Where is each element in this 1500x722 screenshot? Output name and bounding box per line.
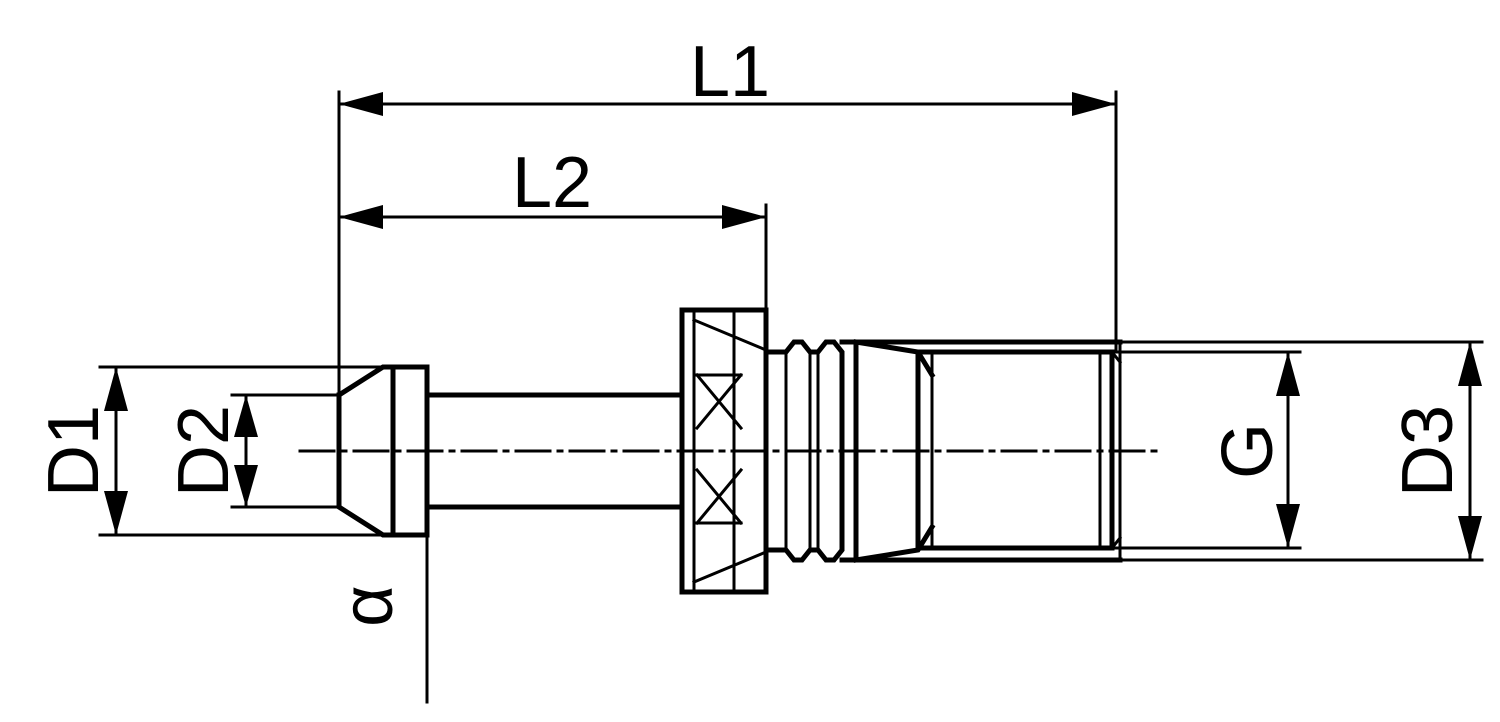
label-d1: D1 (34, 405, 114, 497)
label-g: G (1208, 423, 1288, 479)
shaft (424, 392, 685, 510)
label-l2: L2 (512, 143, 592, 223)
dimension-d3: D3 (1118, 340, 1484, 562)
label-alpha: α (328, 585, 408, 627)
part-outline (298, 307, 1162, 595)
dimension-l1: L1 (337, 32, 1118, 397)
dimension-g: G (1110, 350, 1302, 550)
label-d3: D3 (1388, 405, 1468, 497)
dimension-l2: L2 (337, 143, 768, 312)
dimension-alpha: α (328, 533, 429, 704)
label-d2: D2 (164, 405, 244, 497)
dimension-d1: D1 (34, 365, 429, 537)
dimension-d2: D2 (164, 393, 341, 509)
label-l1: L1 (690, 32, 770, 112)
